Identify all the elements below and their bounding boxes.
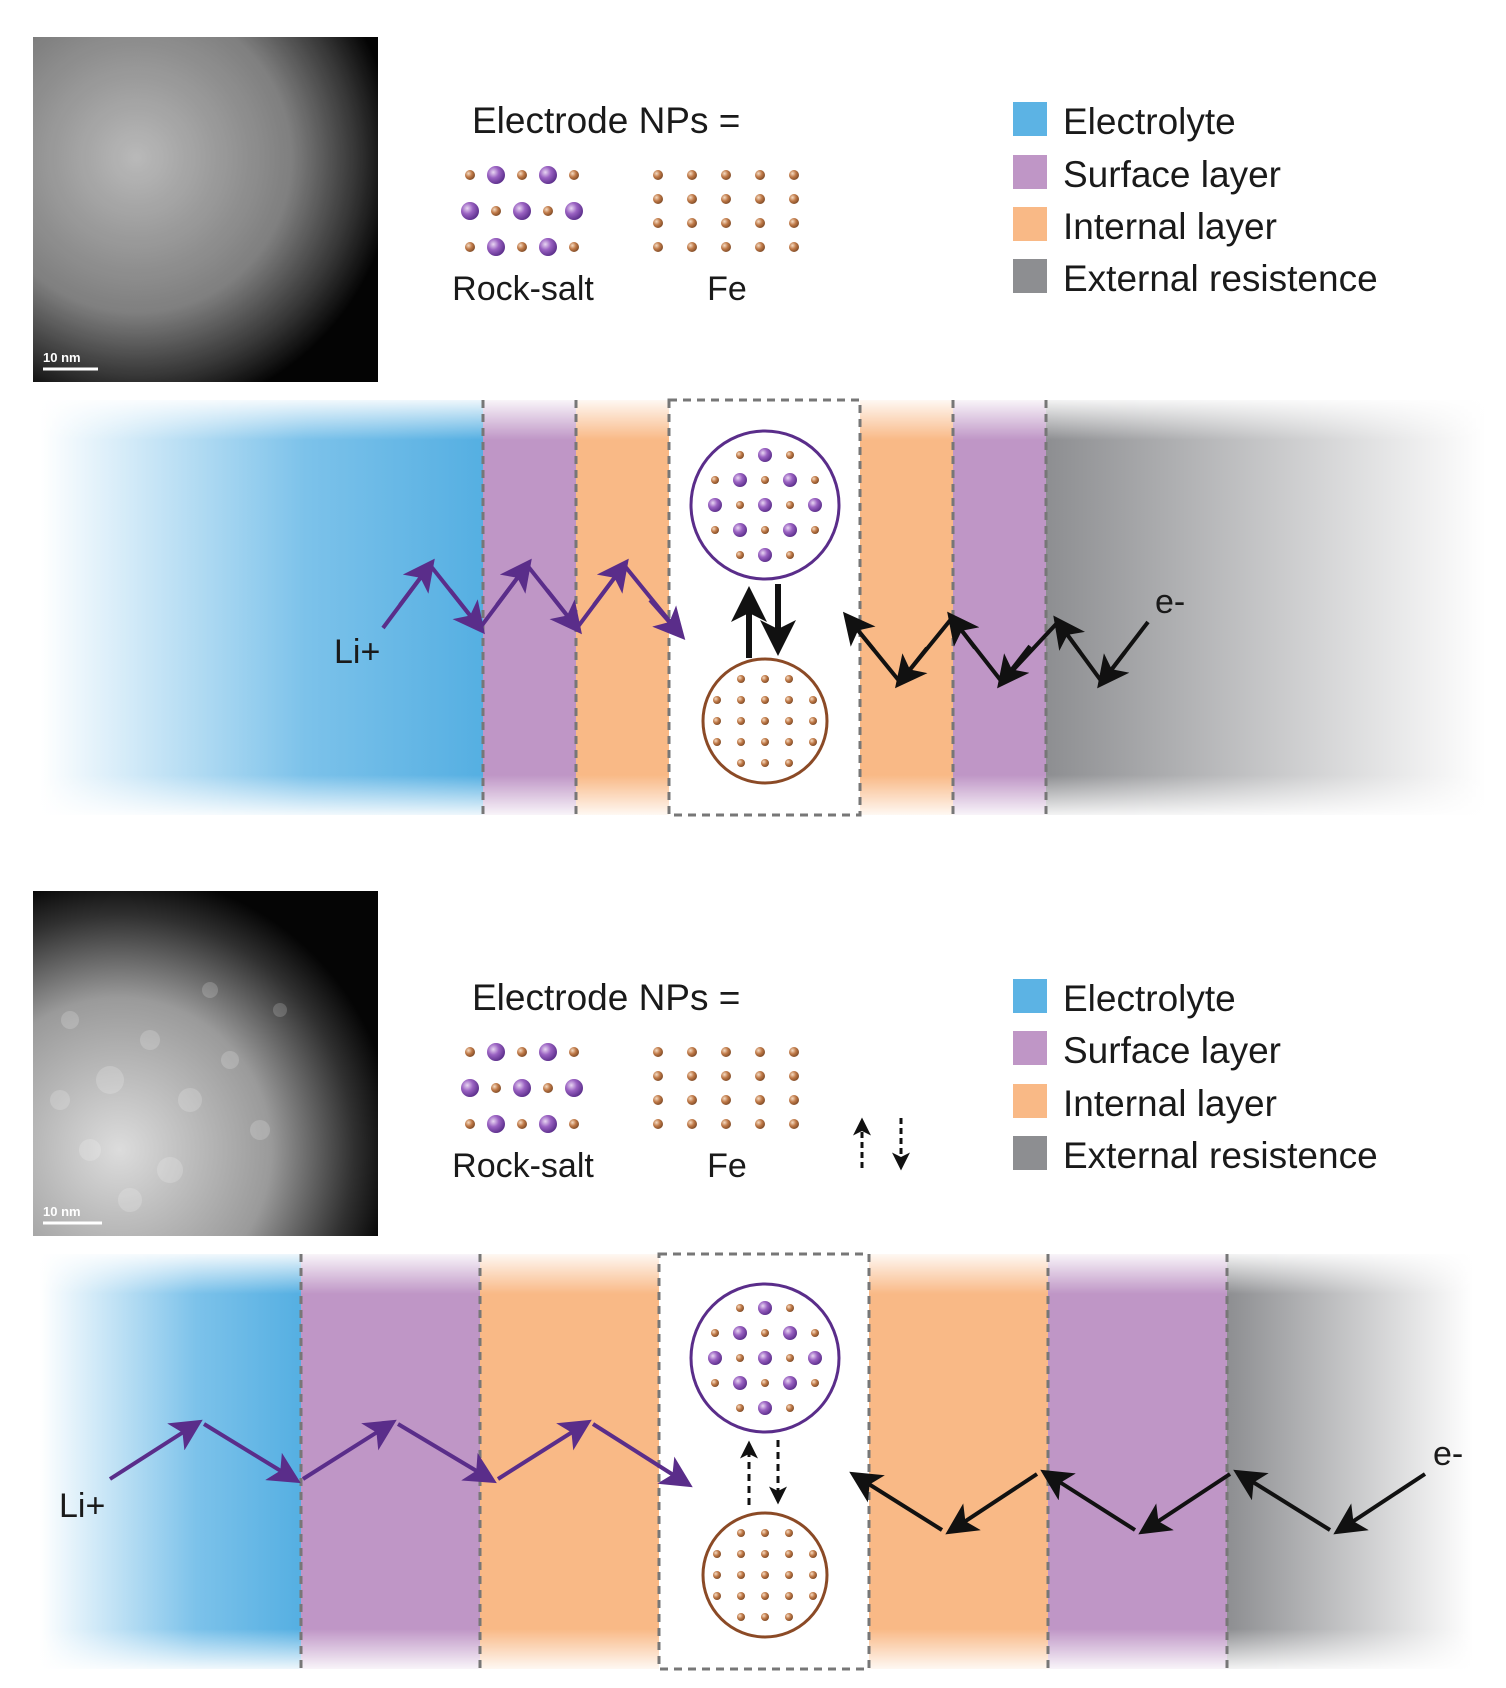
scale-label: 10 nm [43, 350, 81, 365]
electrode-core-outline [667, 398, 862, 817]
internal-layer-right [860, 400, 953, 815]
internal-layer-left [480, 1254, 659, 1669]
electron-label: e- [1155, 583, 1185, 621]
legend: Electrolyte Surface layer Internal layer… [1013, 101, 1378, 299]
electron-path [849, 1469, 1427, 1535]
fe-lattice-icon [653, 1047, 799, 1129]
legend-swatch-electrolyte [1013, 102, 1047, 136]
panel-2: 10 nm Electrode NPs = Rock-salt [33, 891, 1473, 1671]
legend-label-surface-layer: Surface layer [1063, 154, 1281, 195]
li-ion-label: Li+ [59, 1487, 105, 1525]
rock-salt-label: Rock-salt [452, 270, 594, 308]
rock-salt-lattice-icon [461, 1043, 583, 1133]
slow-conversion-arrows-icon [853, 1117, 910, 1171]
fe-lattice-icon [653, 170, 799, 252]
legend-swatch-external-resistance [1013, 1136, 1047, 1170]
legend-swatch-internal-layer [1013, 207, 1047, 241]
interface-band: Li+ e- [40, 1252, 1473, 1671]
fe-label: Fe [707, 270, 747, 308]
conversion-arrows [731, 584, 796, 658]
rock-salt-particle [689, 1282, 841, 1434]
electrolyte-region [40, 400, 483, 815]
fe-particle [701, 657, 829, 785]
micrograph-image: 10 nm [33, 37, 378, 382]
rock-salt-lattice-icon [461, 166, 583, 256]
legend-label-surface-layer: Surface layer [1063, 1030, 1281, 1071]
li-ion-label: Li+ [334, 633, 380, 671]
legend-label-internal-layer: Internal layer [1063, 1083, 1277, 1124]
legend: Electrolyte Surface layer Internal layer… [1013, 978, 1378, 1176]
legend-swatch-surface-layer [1013, 155, 1047, 189]
li-ion-path [108, 1419, 693, 1488]
legend-label-external-resistance: External resistence [1063, 1135, 1378, 1176]
legend-swatch-external-resistance [1013, 259, 1047, 293]
rock-salt-label: Rock-salt [452, 1147, 594, 1185]
electron-label: e- [1433, 1435, 1463, 1473]
electrode-title: Electrode NPs = [472, 100, 740, 141]
legend-label-electrolyte: Electrolyte [1063, 978, 1236, 1019]
panel-1: 10 nm Electrode NPs = Rock-salt [33, 37, 1486, 817]
legend-swatch-surface-layer [1013, 1031, 1047, 1065]
legend-swatch-internal-layer [1013, 1084, 1047, 1118]
electrode-title: Electrode NPs = [472, 977, 740, 1018]
legend-label-internal-layer: Internal layer [1063, 206, 1277, 247]
internal-layer-right [869, 1254, 1048, 1669]
scale-label: 10 nm [43, 1204, 81, 1219]
conversion-arrows [740, 1440, 787, 1505]
legend-label-electrolyte: Electrolyte [1063, 101, 1236, 142]
rock-salt-particle [689, 429, 841, 581]
fe-label: Fe [707, 1147, 747, 1185]
legend-label-external-resistance: External resistence [1063, 258, 1378, 299]
micrograph-image: 10 nm [33, 891, 378, 1236]
interface-band: Li+ e- [40, 398, 1486, 817]
external-resistance-region [1046, 400, 1486, 815]
surface-layer-right [953, 400, 1046, 815]
legend-swatch-electrolyte [1013, 979, 1047, 1013]
electrolyte-region [40, 1254, 301, 1669]
surface-layer-right [1048, 1254, 1227, 1669]
external-resistance-region [1227, 1254, 1473, 1669]
fe-particle [701, 1511, 829, 1639]
